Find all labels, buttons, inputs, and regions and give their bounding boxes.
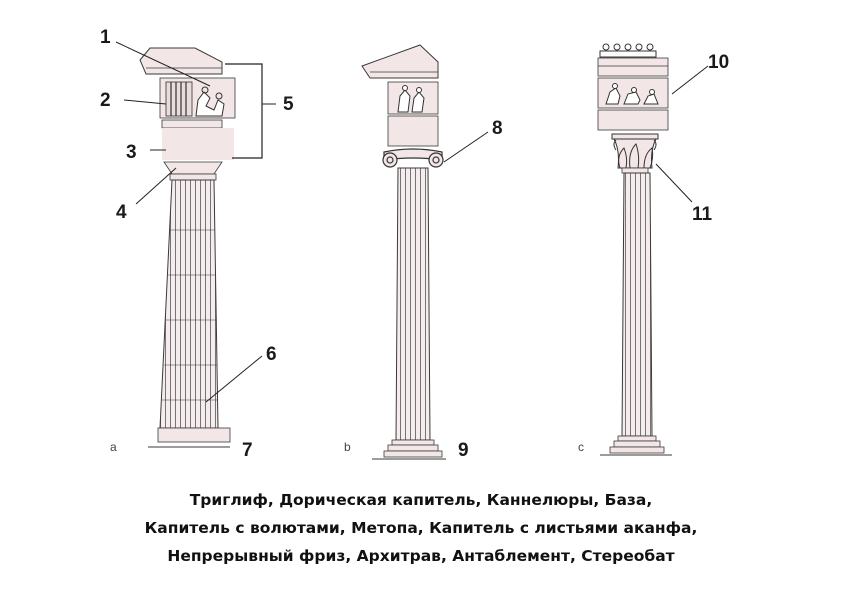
caption-line-2: Капитель с волютами, Метопа, Капитель с … (144, 519, 698, 537)
entablature-bracket (225, 63, 263, 159)
ionic-pediment (361, 44, 439, 79)
ionic-architrave (387, 115, 439, 147)
triglyph (165, 81, 193, 117)
acanthus-capital (611, 133, 659, 169)
label-1: 1 (100, 27, 111, 48)
doric-architrave (161, 119, 223, 129)
subfigure-label-a: a (110, 440, 117, 454)
label-2: 2 (100, 90, 111, 111)
doric-stylobate (157, 427, 231, 443)
label-10: 10 (708, 52, 729, 73)
label-3: 3 (126, 142, 137, 163)
caption-line-3: Непрерывный фриз, Архитрав, Антаблемент,… (167, 547, 675, 565)
subfigure-label-c: c (578, 440, 584, 454)
corinthian-column (597, 43, 672, 456)
corinthian-architrave (597, 109, 669, 131)
doric-capital (163, 161, 223, 175)
caption: Триглиф, Дорическая капитель, Каннелюры,… (0, 486, 842, 570)
subfigure-label-b: b (344, 440, 351, 454)
corinthian-shaft (621, 172, 653, 437)
doric-column (139, 47, 263, 448)
label-5: 5 (283, 94, 294, 115)
ionic-frieze-relief (397, 85, 425, 113)
corinthian-base (609, 435, 665, 454)
ionic-column (361, 44, 446, 460)
metope-relief (195, 86, 225, 117)
ionic-capital (382, 148, 444, 168)
ionic-base (383, 439, 443, 458)
label-7: 7 (242, 440, 253, 461)
ionic-shaft (395, 167, 431, 441)
frieze-figures (605, 83, 659, 105)
orders-diagram: 1 2 3 4 5 6 7 8 9 10 11 a b c (100, 27, 729, 461)
label-8: 8 (492, 118, 503, 139)
label-9: 9 (458, 440, 469, 461)
label-4: 4 (116, 202, 127, 223)
label-11: 11 (692, 204, 713, 225)
leader-lines (115, 41, 709, 403)
doric-shaft (159, 179, 219, 429)
corinthian-acroteria (599, 43, 657, 58)
corinthian-cornice (597, 57, 669, 77)
caption-line-1: Триглиф, Дорическая капитель, Каннелюры,… (189, 491, 653, 509)
label-6: 6 (266, 344, 277, 365)
doric-cornice (139, 47, 223, 75)
